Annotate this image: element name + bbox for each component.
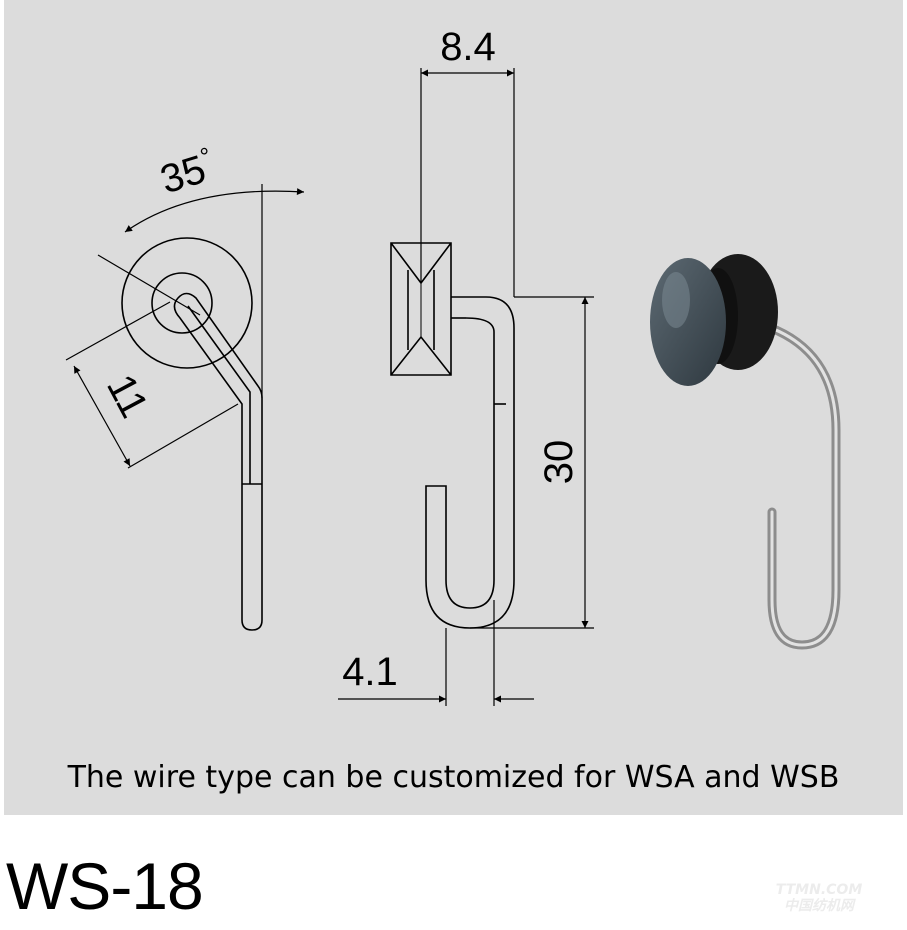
side-view bbox=[65, 184, 305, 631]
dim11-ext2 bbox=[127, 403, 239, 469]
photo-knob-cap bbox=[650, 258, 726, 386]
angle-arc bbox=[124, 188, 305, 233]
width-bottom-label: 4.1 bbox=[342, 650, 398, 694]
width-top-label: 8.4 bbox=[440, 25, 496, 69]
model-number: WS-18 bbox=[6, 849, 204, 923]
drawing-panel bbox=[4, 0, 903, 815]
angle-incline-ref bbox=[97, 254, 201, 316]
product-photo bbox=[650, 254, 841, 650]
hook-outline bbox=[425, 296, 515, 629]
offset-label: 11 bbox=[98, 368, 156, 425]
pulley-outer-circle bbox=[121, 237, 253, 369]
angle-label: 35° bbox=[155, 143, 220, 203]
wire-inner-line bbox=[187, 305, 251, 484]
technical-drawing: 35° 11 8.4 30 4.1 bbox=[65, 25, 841, 706]
caption-text: The wire type can be customized for WSA … bbox=[67, 760, 840, 795]
watermark: TTMN.COM 中国纺机网 bbox=[760, 882, 878, 914]
front-view bbox=[338, 68, 594, 706]
wire-outline bbox=[173, 292, 263, 631]
photo-wire-highlight bbox=[743, 318, 838, 647]
height-label: 30 bbox=[537, 440, 581, 485]
dim11-line bbox=[73, 365, 131, 467]
watermark-line2: 中国纺机网 bbox=[784, 898, 854, 914]
photo-knob-cap-shine bbox=[662, 272, 690, 328]
watermark-line1: TTMN.COM bbox=[775, 882, 863, 898]
dim11-ext1 bbox=[65, 301, 171, 361]
pulley-inner-circle bbox=[151, 272, 213, 334]
